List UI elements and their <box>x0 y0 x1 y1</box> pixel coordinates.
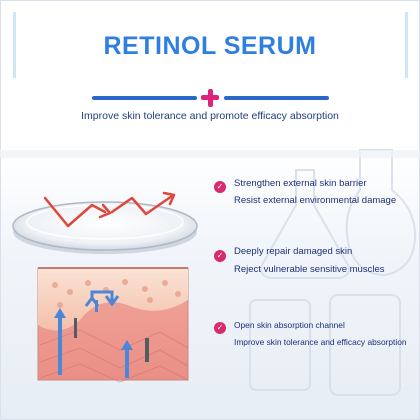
feature-3-line-1: Open skin absorption channel <box>234 320 345 330</box>
red-trend-arrows <box>43 191 176 228</box>
skin-illustration <box>12 191 198 383</box>
divider-right <box>224 96 329 100</box>
feature-2-line-1: Deeply repair damaged skin <box>234 246 353 257</box>
subtitle: Improve skin tolerance and promote effic… <box>81 110 339 122</box>
title-frame <box>13 12 408 78</box>
feature-1-line-1: Strengthen external skin barrier <box>234 178 367 189</box>
check-icon: ✓ <box>214 322 226 334</box>
dark-markers <box>74 318 149 362</box>
feature-2-line-2: Reject vulnerable sensitive muscles <box>234 264 385 275</box>
feature-3-line-2: Improve skin tolerance and efficacy abso… <box>234 337 407 347</box>
feature-1-line-2: Resist external environmental damage <box>234 195 397 206</box>
serum-disc <box>12 201 198 254</box>
check-icon: ✓ <box>214 181 226 193</box>
cycle-arrows <box>84 290 120 307</box>
divider-left <box>92 96 197 100</box>
page-title: RETINOL SERUM <box>103 32 317 60</box>
plus-icon-vertical <box>207 88 213 107</box>
check-icon: ✓ <box>214 250 226 262</box>
